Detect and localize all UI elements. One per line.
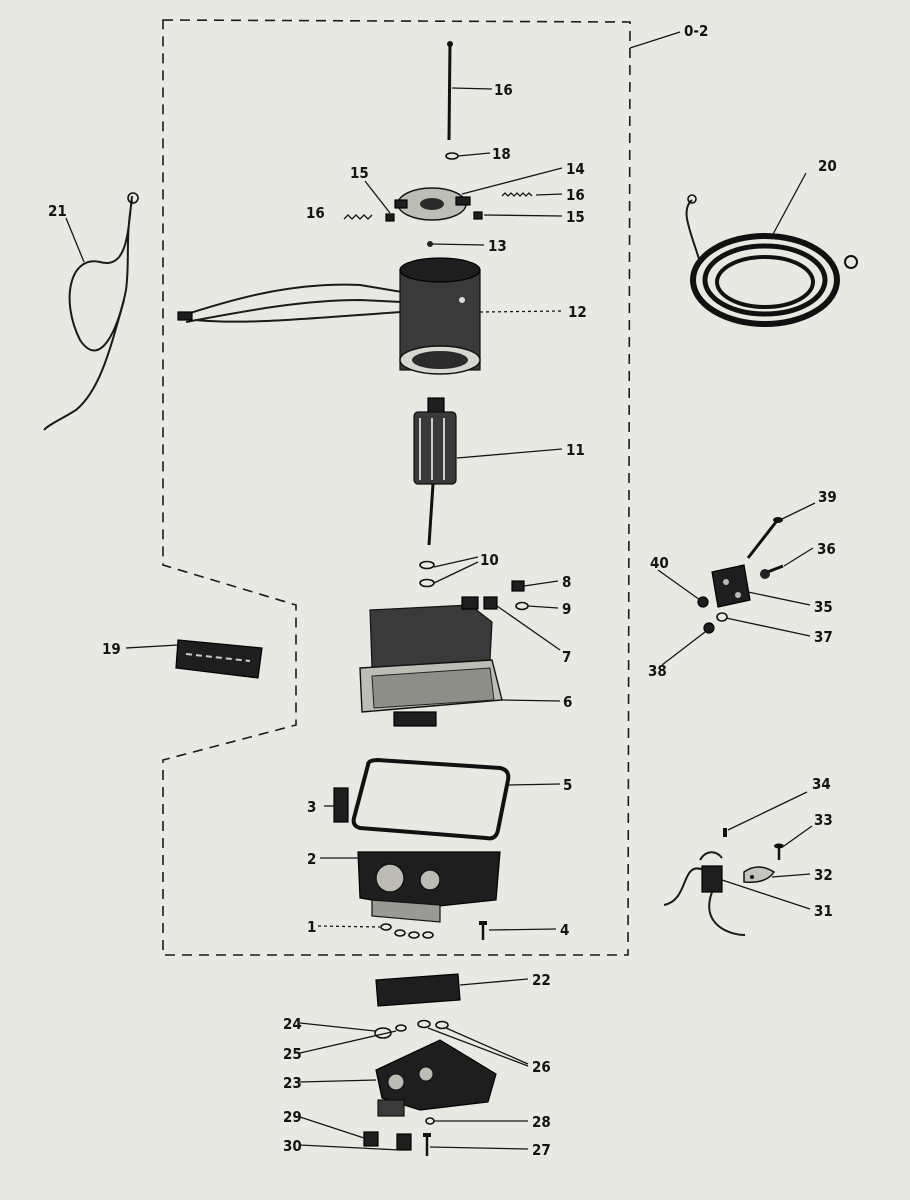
label-part-11: 11 bbox=[566, 441, 585, 459]
part-22-graphic bbox=[375, 973, 461, 1007]
label-part-15a: 15 bbox=[350, 164, 369, 182]
leader-lines bbox=[65, 31, 816, 1151]
part-25-graphic bbox=[395, 1024, 407, 1032]
part-12-graphic bbox=[177, 257, 481, 375]
label-part-32: 32 bbox=[814, 866, 833, 884]
label-part-30: 30 bbox=[283, 1137, 302, 1155]
label-part-13: 13 bbox=[488, 237, 507, 255]
part-30-graphic bbox=[396, 1133, 412, 1151]
part-32-graphic bbox=[743, 866, 776, 884]
assembly-label: 0-2 bbox=[684, 22, 708, 40]
label-part-24: 24 bbox=[283, 1015, 302, 1033]
part-17-graphic bbox=[447, 41, 453, 141]
part-27-graphic bbox=[423, 1133, 431, 1156]
part-8-graphic bbox=[511, 580, 525, 592]
part-31-graphic bbox=[663, 851, 746, 936]
label-part-16a: 16 bbox=[306, 204, 325, 222]
label-part-27: 27 bbox=[532, 1141, 551, 1159]
part-11-graphic bbox=[413, 397, 457, 546]
part-29-graphic bbox=[363, 1131, 379, 1147]
part-36-graphic bbox=[760, 564, 784, 579]
label-part-12: 12 bbox=[568, 303, 587, 321]
assembly-boundary bbox=[162, 19, 631, 956]
label-part-14: 14 bbox=[566, 160, 585, 178]
label-part-18: 18 bbox=[492, 145, 511, 163]
part-16a-graphic bbox=[343, 214, 373, 220]
label-part-38: 38 bbox=[648, 662, 667, 680]
label-part-36: 36 bbox=[817, 540, 836, 558]
label-part-7: 7 bbox=[562, 648, 571, 666]
part-13-graphic bbox=[427, 241, 433, 247]
label-part-4: 4 bbox=[560, 921, 569, 939]
part-3-graphic bbox=[333, 787, 349, 823]
label-part-28: 28 bbox=[532, 1113, 551, 1131]
part-6-graphic bbox=[359, 596, 503, 727]
part-21-graphic bbox=[43, 192, 139, 431]
label-part-9: 9 bbox=[562, 600, 571, 618]
label-part-21: 21 bbox=[48, 202, 67, 220]
part-1-graphic bbox=[380, 923, 434, 939]
label-part-8: 8 bbox=[562, 573, 571, 591]
part-5-graphic bbox=[351, 757, 511, 841]
label-part-39: 39 bbox=[818, 488, 837, 506]
part-7-graphic bbox=[483, 596, 498, 610]
part-23-graphic bbox=[375, 1039, 497, 1117]
label-part-17: 16 bbox=[494, 81, 513, 99]
part-24-graphic bbox=[374, 1027, 392, 1039]
label-part-37: 37 bbox=[814, 628, 833, 646]
label-part-10: 10 bbox=[480, 551, 499, 569]
part-9-graphic bbox=[515, 601, 529, 611]
part-38-graphic bbox=[703, 622, 715, 634]
label-part-20: 20 bbox=[818, 157, 837, 175]
label-part-33: 33 bbox=[814, 811, 833, 829]
part-34-graphic bbox=[723, 828, 727, 837]
part-2-graphic bbox=[357, 851, 501, 923]
label-part-34: 34 bbox=[812, 775, 831, 793]
label-part-26: 26 bbox=[532, 1058, 551, 1076]
part-15a-graphic bbox=[385, 213, 395, 222]
part-26-graphic bbox=[417, 1019, 449, 1030]
part-39-graphic bbox=[746, 517, 783, 559]
label-part-6: 6 bbox=[563, 693, 572, 711]
part-37-graphic bbox=[716, 612, 728, 622]
part-35-graphic bbox=[711, 564, 751, 608]
part-14-graphic bbox=[394, 187, 471, 221]
label-part-40: 40 bbox=[650, 554, 669, 572]
part-16b-graphic bbox=[501, 192, 533, 197]
part-15b-graphic bbox=[473, 211, 483, 220]
label-part-22: 22 bbox=[532, 971, 551, 989]
label-part-5: 5 bbox=[563, 776, 572, 794]
part-4-graphic bbox=[479, 921, 487, 940]
label-part-35: 35 bbox=[814, 598, 833, 616]
label-part-15b: 15 bbox=[566, 208, 585, 226]
part-18-graphic bbox=[445, 152, 459, 160]
label-part-19: 19 bbox=[102, 640, 121, 658]
label-part-31: 31 bbox=[814, 902, 833, 920]
label-part-16b: 16 bbox=[566, 186, 585, 204]
part-33-graphic bbox=[774, 843, 784, 860]
part-28-graphic bbox=[425, 1117, 435, 1125]
part-40-graphic bbox=[697, 596, 709, 608]
label-part-25: 25 bbox=[283, 1045, 302, 1063]
part-10-graphic bbox=[419, 560, 435, 588]
label-part-29: 29 bbox=[283, 1108, 302, 1126]
part-19-graphic bbox=[175, 639, 263, 679]
label-part-2: 2 bbox=[307, 850, 316, 868]
callout-labels: 0-2 16 18 14 15 16 16 15 13 12 11 10 8 9… bbox=[48, 22, 837, 1159]
part-20-graphic bbox=[685, 194, 858, 327]
label-part-1: 1 bbox=[307, 918, 316, 936]
label-part-3: 3 bbox=[307, 798, 316, 816]
label-part-23: 23 bbox=[283, 1074, 302, 1092]
